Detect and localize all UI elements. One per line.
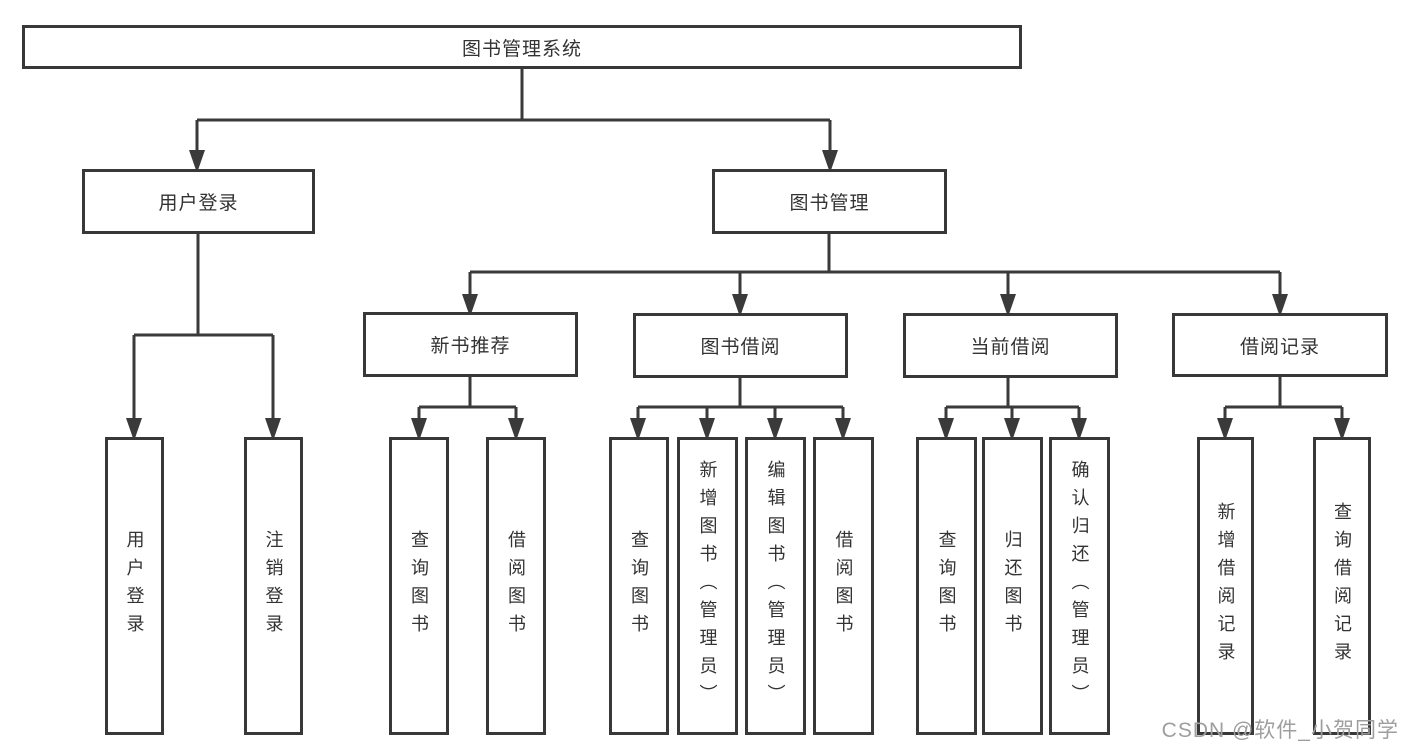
leaf-borrowing-borrow-book: 借阅图书 [813, 437, 874, 735]
csdn-watermark: CSDN @软件_小贺同学 [1161, 719, 1399, 742]
node-new-book-recommend: 新书推荐 [363, 312, 578, 377]
node-book-management: 图书管理 [712, 169, 947, 234]
leaf-current-return-book: 归还图书 [982, 437, 1043, 735]
leaf-borrowing-add-book-admin: 新增图书（管理员） [677, 437, 738, 735]
node-borrowing-records: 借阅记录 [1172, 313, 1388, 377]
node-current-borrowing: 当前借阅 [903, 313, 1118, 378]
leaf-current-query-book: 查询图书 [916, 437, 977, 735]
leaf-borrowing-query-book: 查询图书 [609, 437, 669, 735]
leaf-newbook-borrow-book: 借阅图书 [486, 437, 546, 735]
leaf-record-query-borrow-record: 查询借阅记录 [1313, 437, 1371, 735]
node-user-login: 用户登录 [82, 169, 315, 234]
leaf-record-add-borrow-record: 新增借阅记录 [1197, 437, 1254, 735]
node-library-management-system: 图书管理系统 [22, 25, 1022, 69]
leaf-user-login: 用户登录 [105, 437, 164, 735]
leaf-borrowing-edit-book-admin: 编辑图书（管理员） [745, 437, 806, 735]
node-book-borrowing: 图书借阅 [633, 313, 848, 378]
leaf-logout-login: 注销登录 [244, 437, 303, 735]
arrowheads [126, 150, 1350, 441]
leaf-current-confirm-return-admin: 确认归还（管理员） [1049, 437, 1110, 735]
leaf-newbook-query-book: 查询图书 [389, 437, 449, 735]
